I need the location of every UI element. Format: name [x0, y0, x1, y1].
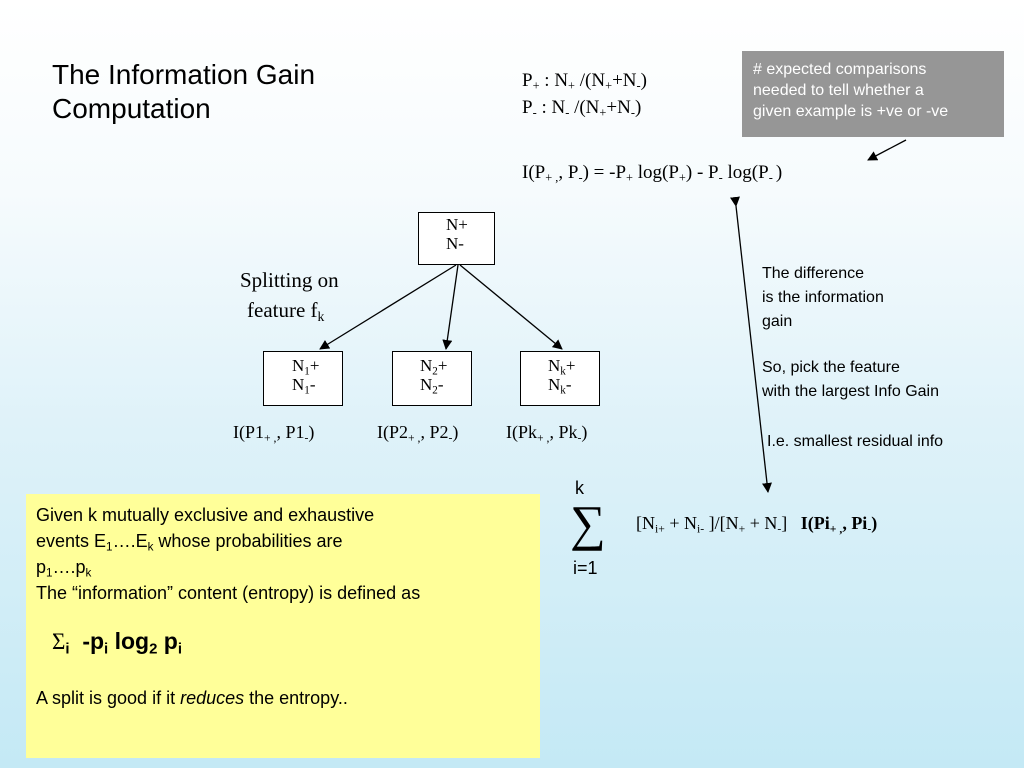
child-entropy-1: I(P1+ ,, P1-) [233, 422, 315, 445]
root-node-neg: N- [446, 234, 464, 253]
child-entropy-2: I(P2+ ,, P2-) [377, 422, 459, 445]
info-line-6: I.e. smallest residual info [767, 433, 944, 450]
info-line-5: with the largest Info Gain [762, 383, 939, 400]
entropy-sum-formula: Σi -pi log2 pi [52, 628, 183, 658]
entropy-definition-box: Given k mutually exclusive and exhaustiv… [26, 494, 540, 758]
edge-to-child-k [459, 264, 563, 350]
sum-upper-limit: k [575, 478, 584, 498]
split-label: Splitting on feature fk [240, 265, 339, 325]
child-node-1: N1+ N1- [263, 351, 343, 406]
p-plus-formula: P+ : N+ /(N++N-) [522, 70, 647, 93]
note-pointer-arrow [867, 139, 907, 161]
def-line-3: p1….pk [36, 557, 92, 580]
info-gain-explanation: The difference is the information gain S… [762, 262, 939, 404]
entropy-definition-formula: I(P+ ,, P-) = -P+ log(P+) - P- log(P- ) [522, 162, 783, 185]
p-minus-formula: P- : N- /(N++N-) [522, 97, 642, 120]
split-label-line-2: feature fk [247, 298, 325, 325]
title-line-2: Computation [52, 93, 211, 124]
info-line-2: is the information [762, 289, 884, 306]
note-line-1: # expected comparisons [753, 61, 927, 78]
note-line-2: needed to tell whether a [753, 82, 924, 99]
def-line-6: A split is good if it reduces the entrop… [36, 688, 348, 708]
root-node-pos: N+ [446, 215, 468, 234]
info-line-1: The difference [762, 265, 864, 282]
def-line-4: The “information” content (entropy) is d… [36, 583, 421, 603]
sum-symbol: ∑ [570, 495, 606, 551]
difference-double-arrow [730, 196, 772, 493]
title-line-1: The Information Gain [52, 59, 316, 90]
root-node: N+ N- [418, 212, 495, 265]
split-label-line-1: Splitting on [240, 268, 339, 292]
info-line-3: gain [762, 313, 793, 330]
def-line-2: events E1….Ek whose probabilities are [36, 531, 343, 554]
edge-to-child-2 [442, 264, 459, 350]
child-entropy-k: I(Pk+ ,, Pk-) [506, 422, 588, 445]
weighted-residual-formula: [Ni+ + Ni- ]/[N+ + N-] I(Pi+ ,, Pi-) [636, 513, 878, 536]
def-line-1: Given k mutually exclusive and exhaustiv… [36, 505, 375, 525]
edge-to-child-1 [319, 264, 457, 350]
child-node-2: N2+ N2- [392, 351, 472, 406]
info-line-4: So, pick the feature [762, 359, 900, 376]
child-node-k: Nk+ Nk- [520, 351, 600, 406]
note-line-3: given example is +ve or -ve [753, 103, 949, 120]
sum-lower-limit: i=1 [573, 558, 598, 578]
slide-title: The Information Gain Computation [52, 58, 412, 126]
comparisons-note-box: # expected comparisons needed to tell wh… [742, 51, 1004, 137]
